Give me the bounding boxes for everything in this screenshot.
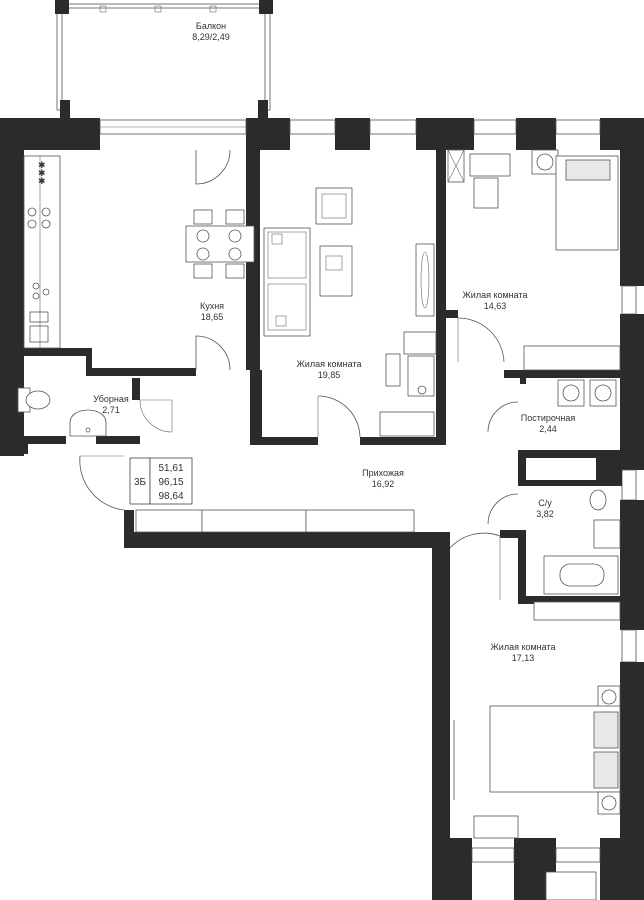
- apartment-badge: 3Б 51,61 96,15 98,64: [129, 457, 193, 505]
- room-laundry-name: Постирочная: [521, 413, 576, 423]
- hallway-furniture: [135, 509, 415, 533]
- badge-area-total: 96,15: [158, 477, 183, 488]
- wc-furniture: [17, 387, 107, 437]
- room-hallway-name: Прихожая: [362, 468, 404, 478]
- room-living-1-area: 19,85: [318, 370, 341, 380]
- living-room-3-furniture: [453, 685, 621, 900]
- svg-text:✱: ✱: [38, 168, 46, 178]
- room-living-3-area: 17,13: [512, 653, 535, 663]
- badge-area-with-balcony: 98,64: [158, 491, 183, 502]
- room-wc-name: Уборная: [93, 394, 129, 404]
- kitchen-furniture: ✱ ✱ ✱: [23, 155, 255, 349]
- living-room-2-furniture: [447, 149, 621, 371]
- room-labels: Балкон 8,29/2,49 Кухня 18,65 Уборная 2,7…: [93, 21, 575, 663]
- doors: [79, 149, 519, 600]
- room-laundry-area: 2,44: [539, 424, 557, 434]
- badge-area-living: 51,61: [158, 463, 183, 474]
- room-balcony-name: Балкон: [196, 21, 226, 31]
- room-kitchen-area: 18,65: [201, 312, 224, 322]
- room-wc-area: 2,71: [102, 405, 120, 415]
- balcony: [55, 0, 273, 120]
- room-living-2-area: 14,63: [484, 301, 507, 311]
- living-room-1-furniture: [263, 187, 437, 437]
- laundry-furniture: [557, 379, 617, 407]
- badge-type: 3Б: [134, 477, 147, 488]
- room-kitchen-name: Кухня: [200, 301, 224, 311]
- room-bathroom-area: 3,82: [536, 509, 554, 519]
- room-hallway-area: 16,92: [372, 479, 395, 489]
- room-balcony-area: 8,29/2,49: [192, 32, 230, 42]
- room-living-2-name: Жилая комната: [462, 290, 527, 300]
- svg-text:✱: ✱: [38, 176, 46, 186]
- room-living-1-name: Жилая комната: [296, 359, 361, 369]
- bathroom-furniture: [533, 489, 621, 621]
- room-bathroom-name: С/у: [538, 498, 552, 508]
- walls: [0, 118, 644, 900]
- room-living-3-name: Жилая комната: [490, 642, 555, 652]
- svg-text:✱: ✱: [38, 160, 46, 170]
